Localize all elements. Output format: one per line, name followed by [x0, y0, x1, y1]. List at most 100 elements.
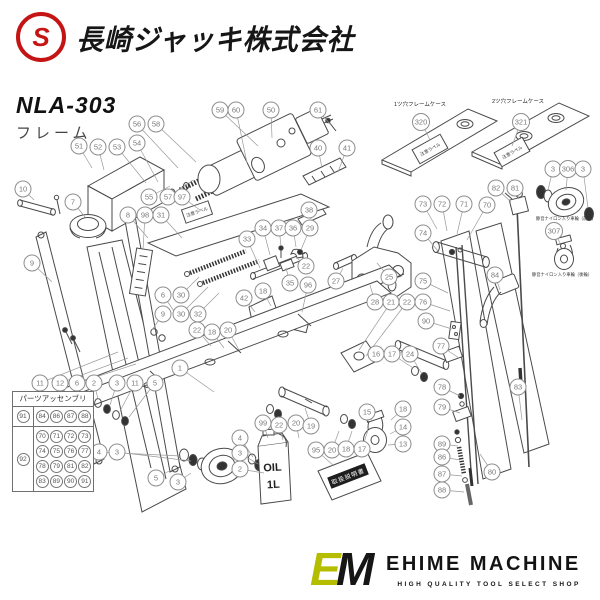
- part-number-circle: 73: [78, 430, 92, 443]
- callout-11: 11: [127, 375, 143, 391]
- svg-text:14: 14: [399, 423, 407, 432]
- svg-text:11: 11: [131, 379, 139, 388]
- callout-96: 96: [300, 277, 316, 293]
- svg-text:56: 56: [133, 120, 141, 129]
- svg-text:13: 13: [399, 440, 407, 449]
- part-number-circle: 87: [64, 410, 78, 423]
- shop-tagline: HIGH QUALITY TOOL SELECT SHOP: [397, 581, 581, 588]
- callout-54: 54: [129, 135, 145, 151]
- callout-4: 4: [232, 430, 248, 446]
- callout-79: 79: [434, 399, 450, 415]
- callout-60: 60: [228, 102, 244, 118]
- callout-18: 18: [204, 324, 220, 340]
- svg-text:96: 96: [304, 281, 312, 290]
- callout-9: 9: [24, 255, 40, 271]
- callout-9: 9: [155, 306, 171, 322]
- callout-70: 70: [479, 197, 495, 213]
- callout-24: 24: [402, 346, 418, 362]
- svg-text:16: 16: [372, 350, 380, 359]
- svg-text:29: 29: [306, 224, 314, 233]
- svg-text:78: 78: [438, 383, 446, 392]
- svg-text:18: 18: [259, 287, 267, 296]
- part-number-circle: 90: [64, 475, 78, 488]
- svg-text:79: 79: [438, 403, 446, 412]
- callout-41: 41: [339, 140, 355, 156]
- svg-text:84: 84: [491, 271, 499, 280]
- callout-3: 3: [109, 375, 125, 391]
- svg-text:静音ナイロン入り車輪（後輪）: 静音ナイロン入り車輪（後輪）: [532, 271, 592, 278]
- callout-306: 306: [560, 161, 577, 178]
- callout-21: 21: [383, 294, 399, 310]
- callout-18: 18: [338, 441, 354, 457]
- callout-3: 3: [170, 474, 186, 490]
- callout-84: 84: [487, 267, 503, 283]
- callout-33: 33: [239, 231, 255, 247]
- part-number-circle: 76: [64, 445, 78, 458]
- part-number-circle: 81: [64, 460, 78, 473]
- callout-59: 59: [212, 102, 228, 118]
- callout-36: 36: [285, 220, 301, 236]
- callout-86: 86: [434, 449, 450, 465]
- callout-321: 321: [513, 114, 530, 131]
- svg-text:3: 3: [551, 165, 555, 174]
- callout-56: 56: [129, 116, 145, 132]
- part-number-circle: 74: [35, 445, 49, 458]
- svg-text:11: 11: [36, 379, 44, 388]
- callout-97: 97: [174, 189, 190, 205]
- callout-98: 98: [137, 207, 153, 223]
- callout-78: 78: [434, 379, 450, 395]
- callout-72: 72: [434, 196, 450, 212]
- svg-text:36: 36: [289, 224, 297, 233]
- svg-text:5: 5: [153, 379, 157, 388]
- svg-text:12: 12: [56, 379, 64, 388]
- svg-text:38: 38: [305, 206, 313, 215]
- shop-logo-icon: E M: [310, 543, 376, 595]
- part-number-circle: 88: [78, 410, 92, 423]
- callout-71: 71: [456, 196, 472, 212]
- svg-text:31: 31: [157, 211, 165, 220]
- svg-text:30: 30: [177, 291, 185, 300]
- shop-footer: E M EHIME MACHINE HIGH QUALITY TOOL SELE…: [310, 543, 581, 595]
- shop-name: EHIME MACHINE: [386, 553, 581, 575]
- svg-text:22: 22: [302, 262, 310, 271]
- callout-18: 18: [255, 283, 271, 299]
- assembly-number-circle: 92: [16, 452, 30, 466]
- model-block: NLA-303 フレーム: [16, 92, 116, 143]
- svg-text:19: 19: [307, 422, 315, 431]
- leader-line: [40, 352, 118, 383]
- callout-17: 17: [354, 441, 370, 457]
- svg-text:321: 321: [515, 118, 528, 127]
- svg-text:75: 75: [419, 277, 427, 286]
- callout-81: 81: [507, 180, 523, 196]
- callout-19: 19: [303, 418, 319, 434]
- svg-text:58: 58: [152, 120, 160, 129]
- callout-73: 73: [415, 196, 431, 212]
- svg-text:88: 88: [438, 486, 446, 495]
- svg-text:95: 95: [312, 446, 320, 455]
- svg-text:87: 87: [438, 470, 446, 479]
- svg-text:71: 71: [460, 200, 468, 209]
- svg-text:40: 40: [314, 144, 322, 153]
- rear-wheel: 静音ナイロン入り車輪（前輪）: [536, 183, 596, 222]
- svg-text:74: 74: [419, 229, 427, 238]
- svg-text:53: 53: [113, 143, 121, 152]
- callout-7: 7: [65, 194, 81, 210]
- svg-text:32: 32: [194, 310, 202, 319]
- valve-fittings: [251, 246, 378, 284]
- svg-text:4: 4: [97, 448, 101, 457]
- leader-line: [359, 302, 391, 350]
- part-number-circle: 77: [78, 445, 92, 458]
- svg-text:10: 10: [19, 185, 27, 194]
- model-code: NLA-303: [16, 92, 117, 118]
- svg-text:35: 35: [286, 279, 294, 288]
- callout-76: 76: [415, 294, 431, 310]
- svg-text:307: 307: [548, 227, 561, 236]
- svg-text:21: 21: [387, 298, 395, 307]
- svg-text:1L: 1L: [267, 479, 281, 492]
- assembly-number: 91: [13, 407, 34, 426]
- callout-52: 52: [90, 139, 106, 155]
